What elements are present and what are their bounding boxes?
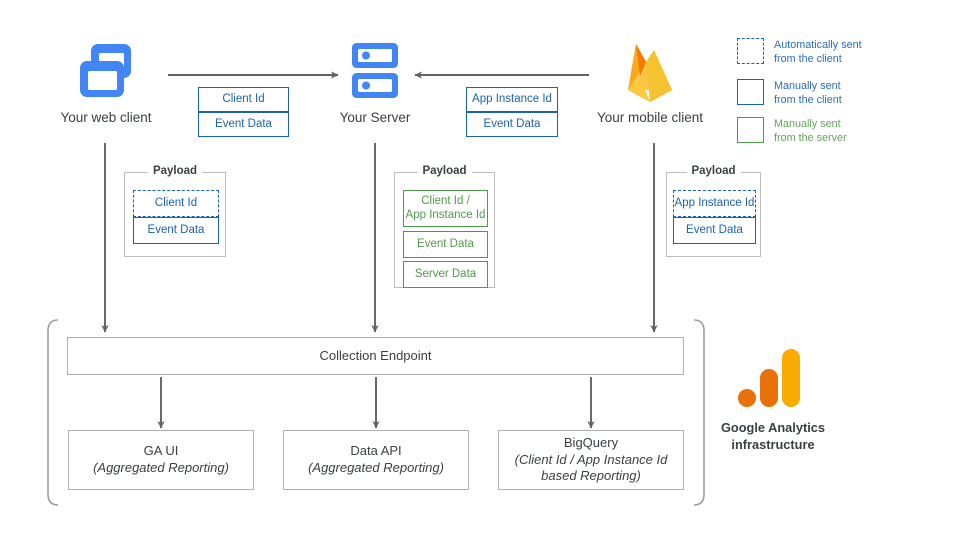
legend-swatch-manual-client (737, 79, 764, 105)
chip-app-instance-id: App Instance Id (466, 87, 558, 112)
chip-client-id: Client Id (198, 87, 289, 112)
collection-endpoint-box: Collection Endpoint (67, 337, 684, 375)
legend-swatch-manual-server (737, 117, 764, 143)
payload-server-item-event-data: Event Data (403, 231, 488, 258)
google-analytics-logo (737, 345, 809, 411)
payload-web-item-client-id: Client Id (133, 190, 219, 217)
infrastructure-bracket-left (47, 319, 59, 506)
output-bigquery-subtitle2: based Reporting) (541, 468, 641, 484)
infrastructure-bracket-right (693, 319, 705, 506)
payload-server-item-ids-line1: Client Id / (421, 195, 470, 208)
legend-label-manual-client-line1: Manually sent (774, 80, 841, 92)
payload-web-title: Payload (147, 165, 203, 177)
payload-server-item-server-data: Server Data (403, 261, 488, 288)
output-box-ga-ui: GA UI (Aggregated Reporting) (68, 430, 254, 490)
chip-event-data: Event Data (198, 112, 289, 137)
output-ga-ui-title: GA UI (143, 443, 179, 459)
output-box-data-api: Data API (Aggregated Reporting) (283, 430, 469, 490)
legend-swatch-auto-client (737, 38, 764, 64)
output-ga-ui-subtitle: (Aggregated Reporting) (93, 460, 229, 475)
payload-server: Payload Client Id / App Instance Id Even… (394, 165, 495, 288)
legend-label-auto-client-line1: Automatically sent (774, 39, 862, 51)
payload-web: Payload Client Id Event Data (124, 165, 226, 257)
payload-mobile-item-event-data: Event Data (673, 217, 756, 244)
server-racks-icon (350, 40, 400, 102)
output-box-bigquery: BigQuery (Client Id / App Instance Id ba… (498, 430, 684, 490)
output-bigquery-subtitle: (Client Id / App Instance Id (514, 451, 668, 467)
ga-caption-line2: infrastructure (731, 436, 815, 452)
payload-mobile-title: Payload (686, 165, 741, 177)
output-data-api-subtitle: (Aggregated Reporting) (308, 460, 444, 475)
server-label: Your Server (339, 110, 411, 125)
legend: Automatically sent from the client Manua… (737, 36, 937, 148)
legend-label-auto-client: Automatically sent from the client (774, 38, 862, 67)
payload-web-item-event-data: Event Data (133, 217, 219, 244)
legend-label-manual-server-line1: Manually sent (774, 118, 841, 130)
output-bigquery-title: BigQuery (563, 435, 619, 451)
legend-label-manual-client-line2: from the client (774, 94, 842, 107)
legend-label-manual-client: Manually sent from the client (774, 79, 842, 108)
google-analytics-caption: Google Analytics infrastructure (690, 420, 856, 453)
payload-server-item-ids: Client Id / App Instance Id (403, 190, 488, 227)
firebase-flame-icon (618, 36, 682, 106)
browser-windows-icon (73, 38, 139, 104)
web-client-label: Your web client (60, 110, 152, 125)
mobile-client-label: Your mobile client (596, 110, 704, 125)
chip-event-data-mobile: Event Data (466, 112, 558, 137)
payload-server-item-ids-line2: App Instance Id (405, 208, 486, 221)
legend-label-auto-client-line2: from the client (774, 53, 842, 66)
ga-caption-line1: Google Analytics (720, 420, 826, 435)
output-data-api-title: Data API (350, 443, 402, 459)
payload-server-title: Payload (417, 165, 472, 177)
legend-label-manual-server: Manually sent from the server (774, 117, 847, 146)
legend-label-manual-server-line2: from the server (774, 132, 847, 145)
payload-mobile-item-app-instance-id: App Instance Id (673, 190, 756, 217)
payload-mobile: Payload App Instance Id Event Data (666, 165, 761, 257)
collection-endpoint-label: Collection Endpoint (319, 347, 432, 363)
